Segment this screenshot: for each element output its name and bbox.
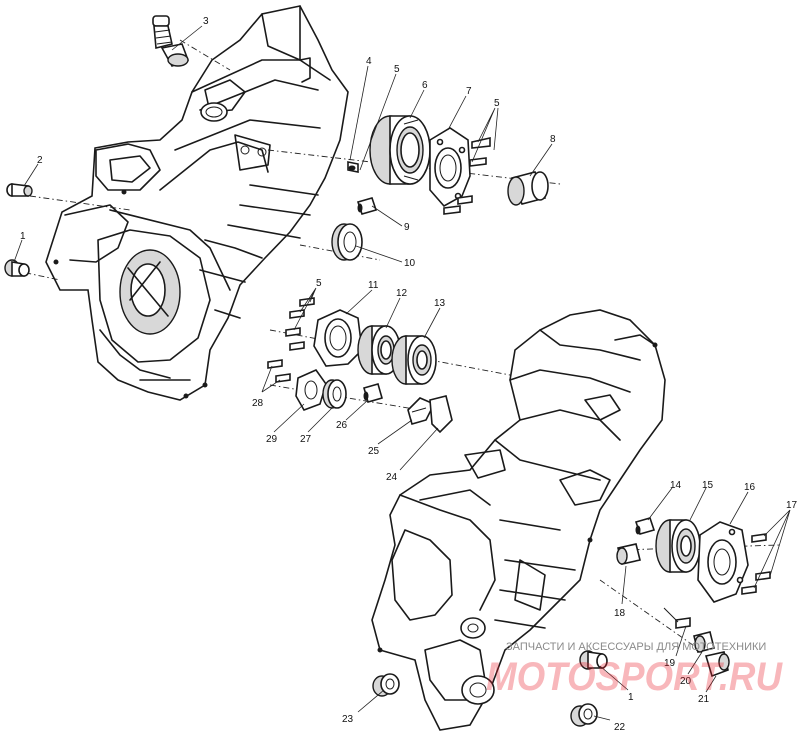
- callout-label: 18: [614, 608, 626, 619]
- part-4-dowel-pin: [347, 161, 359, 173]
- part-15-bearing: [655, 519, 701, 573]
- callout-label: 4: [366, 56, 372, 67]
- part-25-clip: [407, 397, 436, 425]
- callout-labels: 1 2 3 4 5 6 7 5 8 9 10 5 11 12 13 28 29 …: [20, 16, 798, 731]
- callout-label: 10: [404, 258, 416, 269]
- part-5-screws-middle: [285, 287, 317, 351]
- callout-label: 17: [786, 500, 798, 511]
- callout-label: 25: [368, 446, 380, 457]
- callout-label: 21: [698, 694, 710, 705]
- callout-label: 14: [670, 480, 682, 491]
- part-14-dowel: [634, 517, 656, 535]
- part-17-screws: [741, 509, 791, 595]
- callout-label: 26: [336, 420, 348, 431]
- callout-label: 15: [702, 480, 714, 491]
- callout-label: 22: [614, 722, 626, 731]
- callout-label: 1: [20, 231, 26, 242]
- lower-crankcase-half: [371, 309, 666, 731]
- watermark: ЗАПЧАСТИ И АКСЕССУАРЫ ДЛЯ МОТОТЕХНИКИ MO…: [486, 641, 783, 699]
- callout-label: 16: [744, 482, 756, 493]
- callout-label: 1: [628, 692, 634, 703]
- watermark-logo: MOTOSPORT.RU: [486, 655, 783, 699]
- callout-label: 5: [394, 64, 400, 75]
- callout-label: 29: [266, 434, 278, 445]
- part-22-seal: [570, 703, 598, 727]
- callout-label: 9: [404, 222, 410, 233]
- part-10-seal: [331, 223, 363, 261]
- part-6-bearing: [369, 115, 431, 185]
- part-20-fitting: [693, 631, 715, 653]
- part-23-seal: [372, 673, 400, 697]
- part-26-dowel: [363, 383, 383, 403]
- callout-label: 12: [396, 288, 408, 299]
- callout-label: 27: [300, 434, 312, 445]
- part-16-seal-plate: [697, 521, 749, 603]
- callout-label: 5: [494, 98, 500, 109]
- callout-label: 28: [252, 398, 264, 409]
- watermark-caption: ЗАПЧАСТИ И АКСЕССУАРЫ ДЛЯ МОТОТЕХНИКИ: [506, 641, 766, 653]
- part-2-plug: [6, 183, 33, 197]
- callout-label: 7: [466, 86, 472, 97]
- part-19-bolt: [663, 607, 691, 629]
- callout-label: 11: [368, 280, 379, 291]
- part-5-screws-upper: [443, 107, 499, 215]
- callout-label: 8: [550, 134, 556, 145]
- callout-label: 23: [342, 714, 354, 725]
- part-1-plug-upper: [4, 259, 30, 277]
- part-29-plate: [295, 369, 327, 411]
- part-7-seal-plate: [429, 127, 471, 208]
- part-28-screws: [261, 359, 291, 393]
- part-12-bearing: [357, 325, 401, 375]
- part-11-gasket-plate: [313, 309, 363, 367]
- part-24-shim: [429, 395, 453, 434]
- callout-label: 20: [680, 676, 692, 687]
- part-8-bushing: [507, 171, 549, 206]
- callout-label: 19: [664, 658, 676, 669]
- callout-label: 5: [316, 278, 322, 289]
- part-13-bearing: [391, 335, 437, 385]
- callout-label: 2: [37, 155, 43, 166]
- part-1-plug-lower: [579, 650, 608, 670]
- part-27-seal: [322, 379, 347, 409]
- callout-label: 13: [434, 298, 446, 309]
- callout-label: 6: [422, 80, 428, 91]
- part-21-plug: [704, 651, 730, 678]
- part-3-fitting: [152, 15, 190, 67]
- callout-label: 24: [386, 472, 398, 483]
- upper-crankcase-half: [45, 5, 349, 401]
- part-18-fitting: [616, 543, 641, 565]
- part-9-dowel: [356, 197, 378, 215]
- leader-lines: [13, 25, 749, 721]
- callout-label: 3: [203, 16, 209, 27]
